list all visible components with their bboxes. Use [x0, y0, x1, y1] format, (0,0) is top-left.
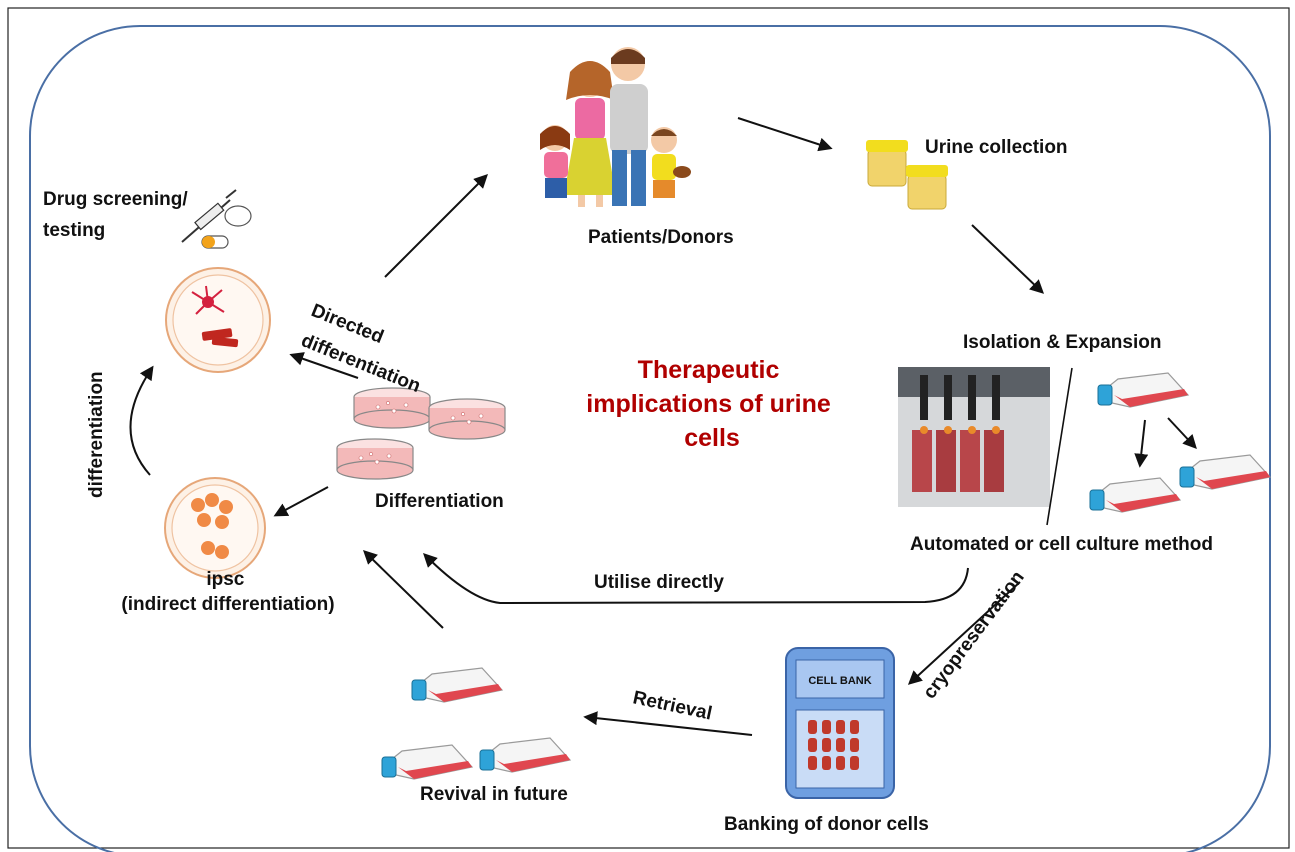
- ipsc-label: ipsc (indirect differentiation): [121, 569, 334, 615]
- arrow: [362, 550, 444, 629]
- family-icon: [540, 47, 691, 207]
- title-line-1: Therapeutic: [638, 356, 780, 384]
- utilise-label: Utilise directly: [594, 572, 724, 593]
- pill-icon: [201, 205, 252, 249]
- arrow: [971, 224, 1045, 294]
- arrow: [273, 486, 329, 517]
- banking-label: Banking of donor cells: [724, 814, 929, 835]
- cell-bank-label: CELL BANK: [808, 675, 871, 687]
- cryo-label: cryopreservation: [919, 567, 1029, 703]
- flask-icon: [479, 737, 571, 773]
- divider-line: [1046, 367, 1073, 526]
- differentiation-vertical-label: differentiation: [86, 371, 107, 498]
- patients-label: Patients/Donors: [588, 227, 734, 248]
- petri-dish-icon: [336, 438, 414, 480]
- title-line-2: implications of urine: [586, 390, 831, 418]
- arrow: [384, 174, 488, 278]
- arrow: [1167, 417, 1197, 450]
- robot-icon: [898, 367, 1050, 507]
- ipsc-label-2: (indirect differentiation): [121, 594, 334, 615]
- petri-dish-icon: [428, 398, 506, 440]
- arrow: [129, 365, 154, 476]
- arrow: [289, 352, 359, 379]
- urine-collection-label: Urine collection: [925, 137, 1068, 158]
- drug-screening-label: Drug screening/ testing: [43, 189, 193, 241]
- retrieval-label: Retrieval: [631, 687, 714, 724]
- title: Therapeutic implications of urine cells: [586, 356, 837, 452]
- rounded-border: [29, 25, 1271, 852]
- urine-cup-icon: [866, 140, 948, 210]
- neuron-icon: [191, 285, 225, 315]
- automated-label: Automated or cell culture method: [910, 534, 1213, 555]
- title-line-3: cells: [684, 424, 740, 452]
- isolation-label: Isolation & Expansion: [963, 332, 1161, 353]
- differentiation-label: Differentiation: [375, 491, 504, 512]
- flask-icon: [1089, 477, 1181, 513]
- arrow: [1134, 419, 1149, 468]
- flask-icon: [1179, 454, 1271, 490]
- syringe-icon: [181, 189, 237, 243]
- drug-label-2: testing: [43, 220, 105, 241]
- flask-icon: [381, 744, 473, 780]
- flask-icon: [411, 667, 503, 703]
- cell-bank-icon: CELL BANK: [785, 647, 895, 799]
- differentiated-cells-icon: [165, 267, 271, 373]
- arrow: [737, 117, 833, 152]
- flask-icon: [1097, 372, 1189, 408]
- utilise-arrow: [423, 553, 969, 605]
- arrow: [583, 711, 753, 736]
- ipsc-cells-icon: [164, 477, 266, 579]
- outer-frame: [7, 7, 1290, 849]
- revival-label: Revival in future: [420, 784, 568, 805]
- petri-dish-icon: [353, 387, 431, 429]
- ipsc-label-1: ipsc: [206, 569, 244, 590]
- drug-label-1: Drug screening/: [43, 189, 188, 210]
- arrow: [907, 581, 1021, 685]
